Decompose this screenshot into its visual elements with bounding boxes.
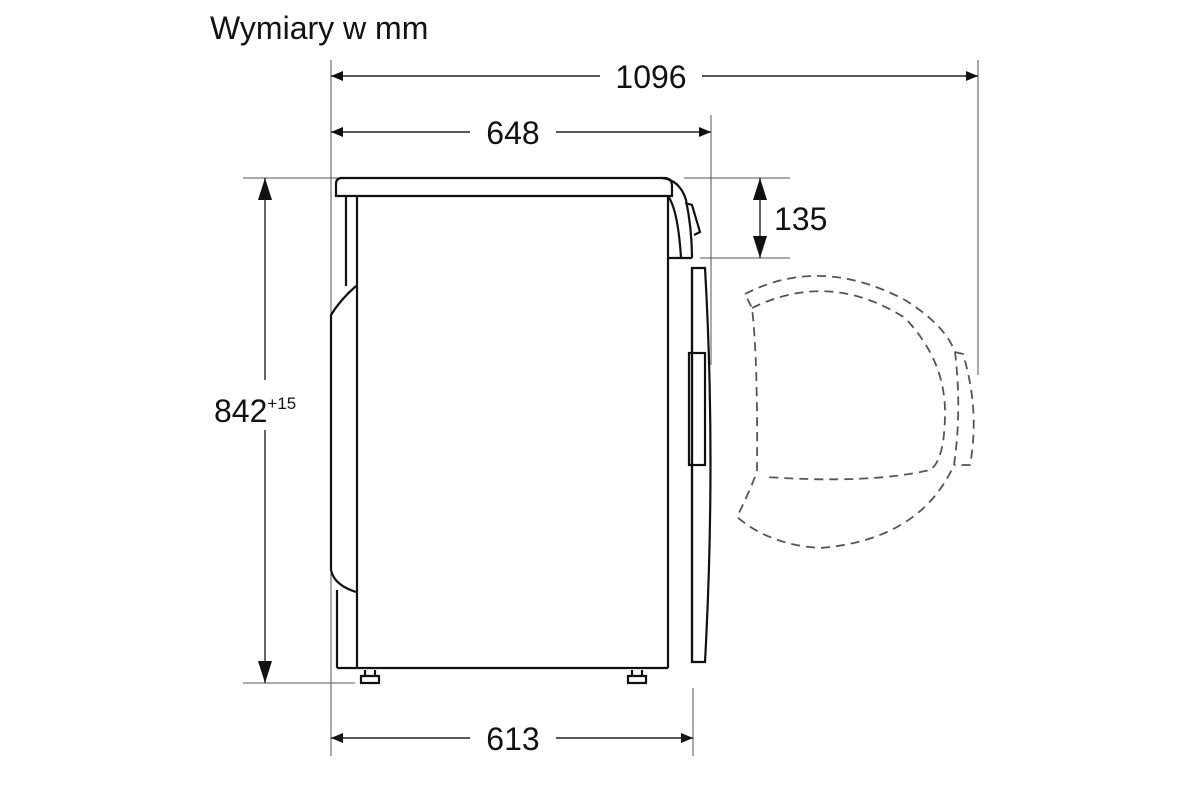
diagram-title: Wymiary w mm <box>210 10 428 46</box>
svg-text:842+15: 842+15 <box>214 393 296 429</box>
dimension-842: 842+15 <box>214 178 296 683</box>
dimension-label-648: 648 <box>486 115 539 151</box>
dimension-label-613: 613 <box>486 721 539 757</box>
dimension-613: 613 <box>331 721 693 757</box>
dryer-side-view <box>329 176 712 685</box>
dimension-label-135: 135 <box>774 201 827 237</box>
open-door-outline <box>735 275 975 549</box>
dimension-135: 135 <box>753 178 827 258</box>
dimension-1096: 1096 <box>331 59 978 95</box>
extension-lines <box>243 60 979 756</box>
dimension-648: 648 <box>331 115 711 151</box>
dimension-label-1096: 1096 <box>615 59 686 95</box>
dimension-label-842: 842 <box>214 393 267 429</box>
dimension-tolerance: +15 <box>267 394 296 413</box>
